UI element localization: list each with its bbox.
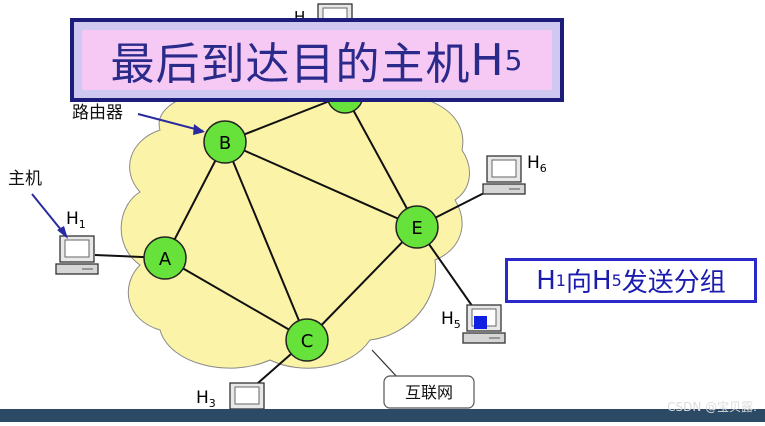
router-label: 路由器 [72, 103, 123, 123]
router-a-label: A [159, 249, 172, 270]
link-b-c [224, 141, 308, 341]
host-h5-active-marker [474, 316, 487, 329]
router-pointer-arrow [137, 113, 204, 132]
link-b-e [224, 141, 418, 228]
host-pointer-arrowhead [57, 226, 68, 239]
link-a-c [164, 257, 308, 341]
host-h3-label: H3 [196, 388, 216, 410]
router-e-label: E [411, 218, 422, 239]
caption-dest: H [592, 265, 612, 296]
host-h5-label: H5 [441, 309, 461, 331]
router-a: A [143, 236, 187, 280]
caption-source: H [536, 265, 556, 296]
host-h1-computer-icon [55, 235, 99, 275]
link-d-e [344, 94, 418, 228]
footer-bar [0, 409, 765, 422]
router-c: C [285, 318, 329, 362]
title-text: 最后到达目的主机 [110, 39, 471, 90]
host-label: 主机 [8, 169, 42, 189]
link-b-a [164, 141, 226, 259]
internet-callout-line [371, 349, 399, 379]
caption-tail: 发送分组 [621, 268, 726, 298]
host-h6-computer-icon [482, 155, 526, 195]
host-h2-label: H [294, 8, 305, 26]
watermark: CSDN @宝贝露. [667, 400, 757, 414]
router-e: E [395, 205, 439, 249]
caption-dest-sub: 5 [611, 271, 622, 290]
host-h1-label: H1 [66, 209, 86, 231]
caption-source-sub: 1 [555, 271, 566, 290]
internet-label: 互联网 [405, 383, 453, 402]
router-pointer-arrowhead [193, 124, 205, 135]
title-host: H [470, 34, 505, 86]
internet-callout-box [383, 375, 475, 409]
caption-verb: 向 [565, 268, 592, 298]
title-host-sub: 5 [504, 43, 524, 77]
link-e-c [306, 226, 418, 341]
host-h6-label: H6 [527, 153, 547, 175]
router-b: B [203, 120, 247, 164]
router-c-label: C [301, 331, 314, 352]
router-b-label: B [219, 133, 231, 154]
